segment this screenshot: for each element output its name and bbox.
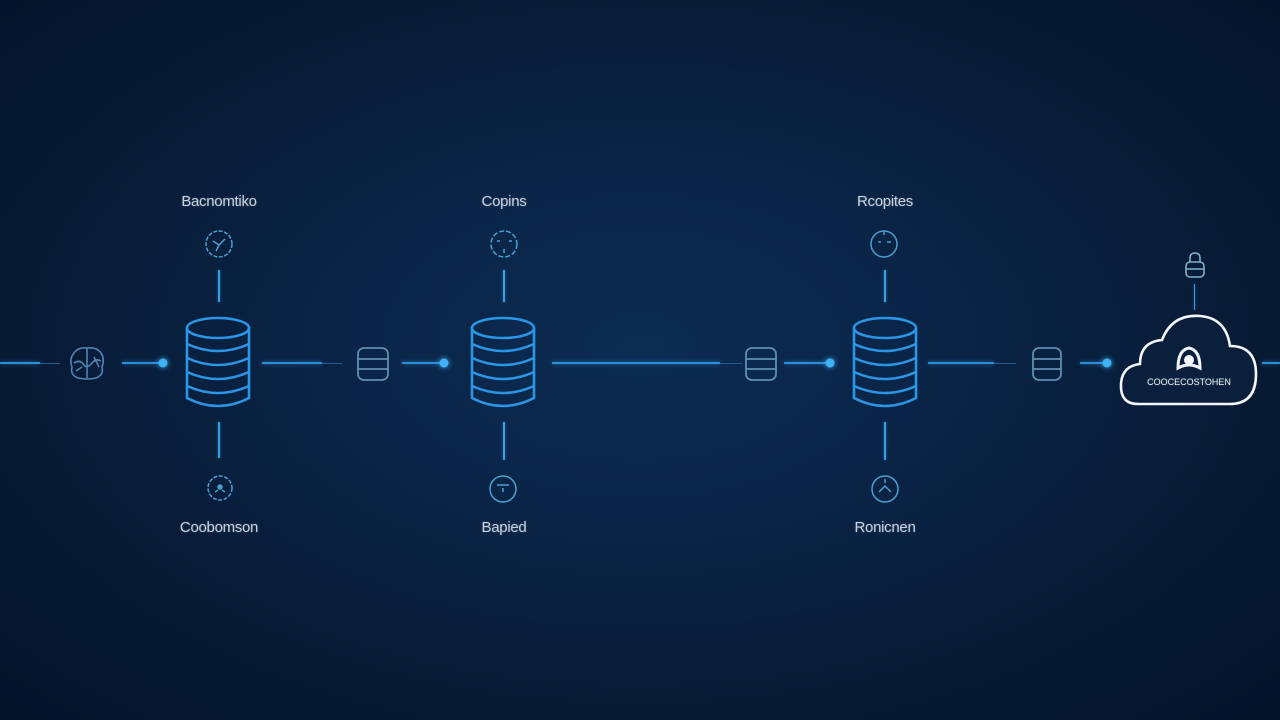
database-small-icon — [745, 347, 777, 381]
vertical-connector — [218, 422, 220, 458]
vertical-connector — [503, 422, 505, 460]
database-large-icon — [470, 316, 536, 408]
node-top-label: Bacnomtiko — [181, 193, 257, 210]
vertical-connector — [1194, 284, 1195, 310]
connector-line — [552, 362, 720, 364]
connector-dot — [439, 358, 449, 368]
cloud-icon — [1119, 314, 1258, 406]
database-large-icon — [185, 316, 251, 408]
node-top-icon — [205, 230, 233, 258]
node-bottom-label: Coobomson — [179, 519, 259, 536]
connector-line — [322, 363, 342, 364]
vertical-connector — [884, 270, 886, 302]
connector-line — [122, 362, 160, 364]
connector-line — [0, 362, 40, 364]
connector-dot — [825, 358, 835, 368]
node-bottom-label: Ronicnen — [854, 519, 916, 536]
vertical-connector — [218, 270, 220, 302]
connector-line — [994, 363, 1016, 364]
database-small-icon — [357, 347, 389, 381]
cloud-label: COOCECOSTOHEN — [1147, 377, 1231, 387]
connector-dot — [1102, 358, 1112, 368]
database-large-icon — [852, 316, 918, 408]
vertical-connector — [503, 270, 505, 302]
connector-line — [402, 362, 442, 364]
connector-dot — [158, 358, 168, 368]
node-bottom-icon — [207, 475, 233, 501]
node-bottom-icon — [871, 475, 899, 503]
vertical-connector — [884, 422, 886, 460]
lock-icon — [1185, 252, 1205, 278]
node-bottom-label: Bapied — [481, 519, 527, 536]
brain-icon — [70, 347, 105, 380]
connector-line — [784, 362, 828, 364]
database-small-icon — [1032, 347, 1062, 381]
node-top-icon — [490, 230, 518, 258]
node-top-label: Copins — [481, 193, 527, 210]
node-bottom-icon — [489, 475, 517, 503]
connector-line — [1080, 362, 1106, 364]
connector-line — [262, 362, 322, 364]
connector-line — [1262, 362, 1280, 364]
node-top-label: Rcopites — [857, 193, 913, 210]
connector-line — [720, 363, 742, 364]
connector-line — [928, 362, 994, 364]
node-top-icon — [870, 230, 898, 258]
connector-line — [40, 363, 60, 364]
